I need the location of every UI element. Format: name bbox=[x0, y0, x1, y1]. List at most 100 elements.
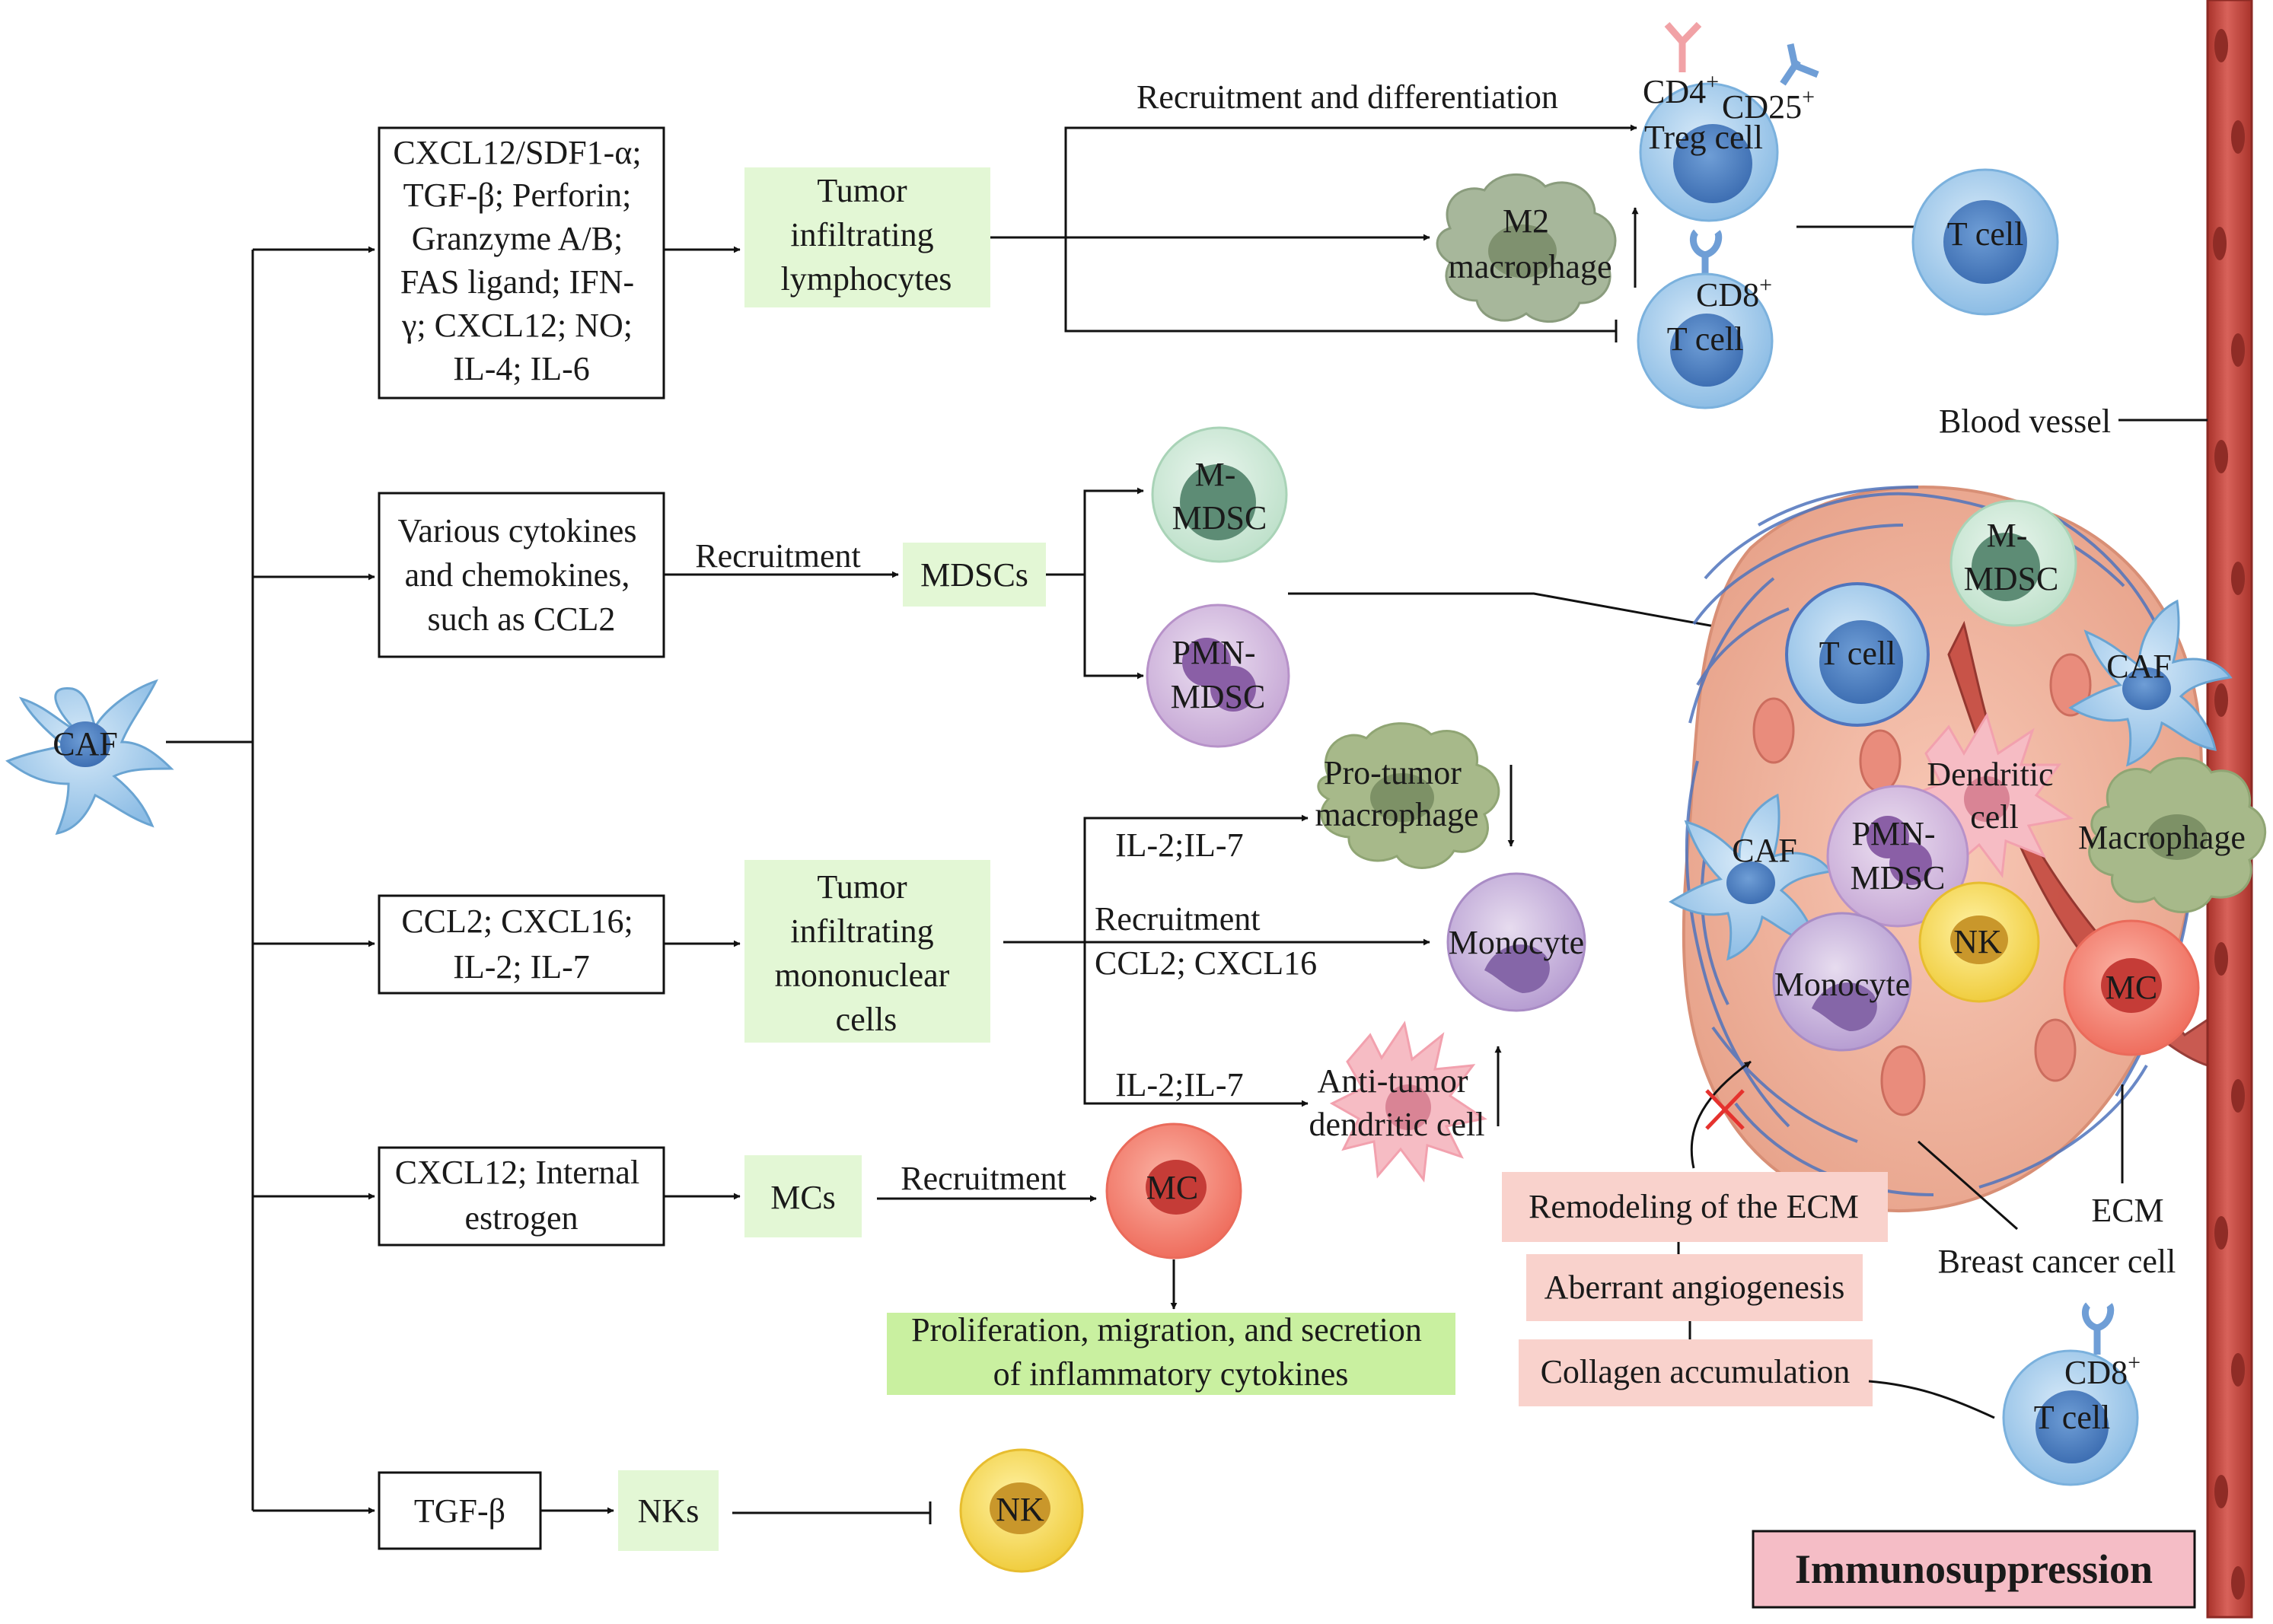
arrow-to-anti-tumor bbox=[1083, 942, 1309, 1107]
mdscs-label: MDSCs bbox=[920, 556, 1028, 594]
angiogenesis-label: Aberrant angiogenesis bbox=[1545, 1269, 1845, 1306]
caf-label: CAF bbox=[53, 725, 118, 763]
blood-vessel-cells bbox=[2213, 29, 2245, 1600]
tmc-text: Tumor infiltrating mononuclear cells bbox=[775, 868, 958, 1038]
recruitment-label-3: Recruitment bbox=[1095, 900, 1261, 938]
collagen-box bbox=[1519, 1339, 1873, 1406]
caf-nucleus-icon bbox=[60, 721, 110, 767]
tumor-m-mdsc-label: M- MDSC bbox=[1964, 517, 2059, 597]
tumor-macrophage-label: Macrophage bbox=[2078, 819, 2246, 856]
treg-cd4-label: CD4+ bbox=[1643, 69, 1719, 110]
factors-box-3 bbox=[378, 894, 665, 995]
dendritic-nucleus-icon bbox=[1385, 1084, 1431, 1130]
factors-text-1: CXCL12/SDF1-α; TGF-β; Perforin; Granzyme… bbox=[393, 134, 649, 387]
nks-box bbox=[618, 1470, 719, 1551]
treg-cd25-label: CD25+ bbox=[1722, 84, 1815, 126]
factors-text-3: CCL2; CXCL16; IL-2; IL-7 bbox=[401, 903, 641, 986]
cd25-receptor-icon bbox=[1780, 43, 1819, 86]
bottom-cd8-label: CD8+ bbox=[2064, 1350, 2141, 1391]
cd8-name-label: T cell bbox=[1667, 320, 1744, 358]
tumor-m-mdsc-nucleus-icon bbox=[1972, 533, 2040, 601]
bottom-cd8-nucleus-icon bbox=[2035, 1390, 2109, 1463]
arrow-to-mmdsc bbox=[1046, 487, 1144, 576]
monocyte-label: Monocyte bbox=[1449, 924, 1584, 961]
ccl-cxcl16-label: CCL2; CXCL16 bbox=[1095, 944, 1317, 982]
ecm-fibers-icon bbox=[1685, 486, 2194, 1196]
til-text: Tumor infiltrating lymphocytes bbox=[781, 172, 952, 298]
monocyte-cell-icon bbox=[1446, 872, 1586, 1012]
tumor-mc-nucleus-icon bbox=[2101, 958, 2162, 1013]
bottom-cd8-name-label: T cell bbox=[2034, 1399, 2111, 1436]
immunosuppression-box bbox=[1752, 1530, 2196, 1609]
tumor-dendritic-nucleus-icon bbox=[1964, 776, 2010, 822]
cd8-link-line bbox=[1868, 1380, 1995, 1419]
blocked-x-icon bbox=[1705, 1089, 1745, 1130]
row-mononuclear: CCL2; CXCL16; IL-2; IL-7 Tumor infiltrat… bbox=[378, 722, 1586, 1183]
factors-box-1 bbox=[378, 126, 665, 400]
ecm-label: ECM bbox=[2091, 1192, 2163, 1229]
tumor-dendritic-label: Dendritic cell bbox=[1927, 756, 2061, 836]
tgf-beta-label: TGF-β bbox=[414, 1492, 505, 1530]
row-mdscs: Various cytokines and chemokines, such a… bbox=[378, 426, 1781, 748]
row-lymphocytes: CXCL12/SDF1-α; TGF-β; Perforin; Granzyme… bbox=[378, 21, 2059, 409]
angiogenesis-box bbox=[1526, 1254, 1863, 1321]
breast-cancer-label: Breast cancer cell bbox=[1938, 1243, 2176, 1280]
tumor-t-cell-label: T cell bbox=[1819, 635, 1896, 672]
tumor-caf-right-label: CAF bbox=[2106, 648, 2172, 685]
proliferation-box bbox=[887, 1313, 1455, 1395]
pro-tumor-nucleus-icon bbox=[1370, 773, 1434, 822]
remodeling-box bbox=[1502, 1172, 1888, 1242]
tumor-monocyte-icon bbox=[1772, 912, 1912, 1052]
recruitment-differentiation-label: Recruitment and differentiation bbox=[1136, 78, 1558, 116]
t-cell-nucleus-icon bbox=[1943, 200, 2027, 284]
pro-tumor-label: Pro-tumor macrophage bbox=[1315, 754, 1479, 833]
il-label-bottom: IL-2;IL-7 bbox=[1115, 1066, 1244, 1103]
tumor-caf-left-label: CAF bbox=[1732, 832, 1797, 869]
m-mdsc-label: M- MDSC bbox=[1172, 456, 1267, 537]
nk-label: NK bbox=[996, 1491, 1044, 1528]
tumor-pmn-lobe-icon bbox=[1889, 842, 1932, 885]
tumor-monocyte-nucleus-icon bbox=[1812, 982, 1877, 1031]
pmn-mdsc-label: PMN- MDSC bbox=[1171, 634, 1266, 715]
collagen-label: Collagen accumulation bbox=[1541, 1353, 1851, 1390]
m2-label: M2 macrophage bbox=[1449, 202, 1612, 285]
mdscs-box bbox=[903, 543, 1046, 607]
tumor-pmn-mdsc-label: PMN- MDSC bbox=[1851, 815, 1946, 896]
til-box bbox=[744, 167, 990, 307]
remodel-arrow bbox=[1690, 1060, 1752, 1169]
arrow-to-pro-tumor bbox=[1083, 814, 1309, 942]
row-mcs: CXCL12; Internal estrogen MCs Recruitmen… bbox=[378, 1122, 1455, 1395]
blood-vessel-label: Blood vessel bbox=[1939, 403, 2111, 440]
mc-label: MC bbox=[1146, 1169, 1198, 1206]
mcs-box bbox=[744, 1155, 862, 1237]
treg-name-label: Treg cell bbox=[1644, 119, 1763, 156]
inhibit-tumor-tcell bbox=[1288, 592, 1778, 639]
pmn-lobe-icon bbox=[1210, 666, 1256, 712]
proliferation-text: Proliferation, migration, and secretion … bbox=[911, 1311, 1430, 1393]
t-cell-label: T cell bbox=[1947, 215, 2024, 253]
caf-source: CAF bbox=[5, 679, 174, 836]
m-mdsc-nucleus-icon bbox=[1180, 464, 1256, 540]
tumor-nk-label: NK bbox=[1953, 923, 2002, 960]
remodeling-label: Remodeling of the ECM bbox=[1529, 1188, 1859, 1225]
m2-nucleus-icon bbox=[1488, 224, 1557, 278]
cd8-nucleus-icon bbox=[1670, 314, 1743, 387]
tumor-caf-right-nucleus-icon bbox=[2122, 667, 2171, 710]
factors-text-4: CXCL12; Internal estrogen bbox=[395, 1154, 648, 1237]
tumor-microenvironment: Blood vessel bbox=[1502, 0, 2267, 1619]
factors-box-4 bbox=[378, 1146, 665, 1247]
immunosuppression-label: Immunosuppression bbox=[1795, 1546, 2153, 1592]
mc-nucleus-icon bbox=[1146, 1160, 1207, 1215]
mcs-label: MCs bbox=[770, 1179, 836, 1216]
recruitment-label-4: Recruitment bbox=[901, 1160, 1066, 1197]
factors-text-2: Various cytokines and chemokines, such a… bbox=[397, 512, 645, 638]
tumor-t-cell-nucleus-icon bbox=[1819, 620, 1903, 704]
arrow-to-pmn bbox=[1083, 575, 1144, 680]
arrow-to-treg bbox=[1064, 124, 1637, 237]
anti-tumor-label: Anti-tumor dendritic cell bbox=[1309, 1062, 1485, 1143]
cd4-receptor-icon bbox=[1664, 21, 1702, 72]
recruitment-label-2: Recruitment bbox=[695, 537, 861, 575]
treg-nucleus-icon bbox=[1673, 124, 1752, 203]
